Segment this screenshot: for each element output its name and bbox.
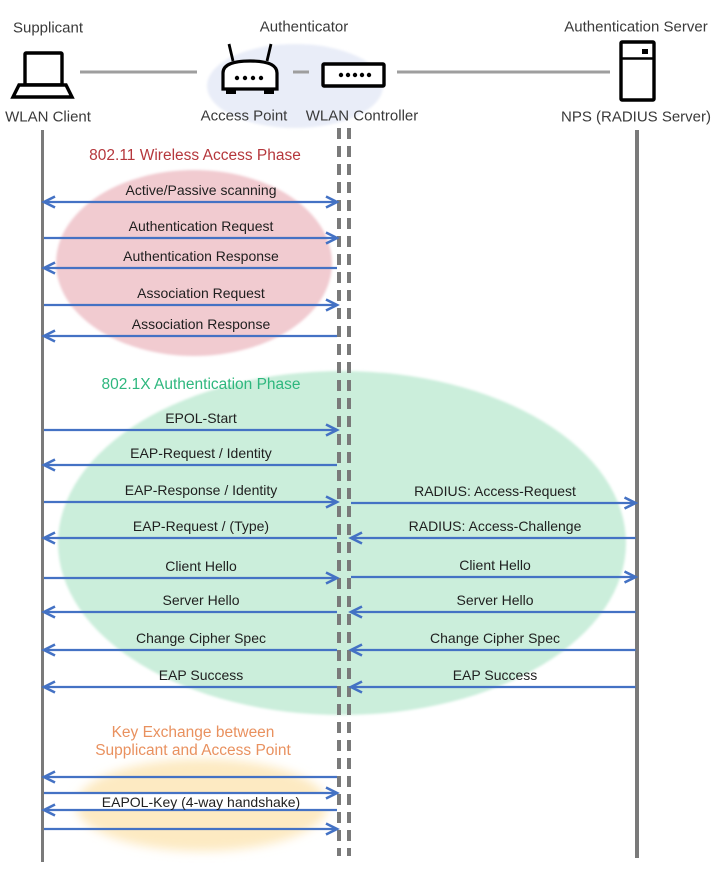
- laptop-icon: [10, 51, 75, 99]
- message-arrow: [351, 496, 639, 510]
- message-arrow: [41, 605, 337, 619]
- message-arrow: [351, 570, 639, 584]
- message-arrow: [41, 680, 337, 694]
- wlan-controller-icon: [321, 62, 386, 88]
- phase1-title: 802.11 Wireless Access Phase: [89, 147, 301, 164]
- phase3-title-line2: Supplicant and Access Point: [95, 742, 291, 759]
- message-arrow: [44, 571, 340, 585]
- message-arrow: [44, 822, 340, 836]
- message-arrow: [44, 231, 340, 245]
- message-arrow: [41, 458, 337, 472]
- message-arrow: [41, 329, 337, 343]
- header-supplicant: Supplicant: [12, 19, 84, 37]
- access-point-icon: [221, 43, 279, 94]
- eapol-key-label-backdrop: [58, 794, 336, 809]
- header-authentication-server: Authentication Server: [564, 18, 708, 36]
- message-arrows-layer: [41, 195, 639, 836]
- message-arrow: [348, 643, 636, 657]
- message-arrow: [41, 531, 337, 545]
- message-arrow: [41, 803, 337, 817]
- node-label-access-point: Access Point: [200, 107, 288, 125]
- message-arrow: [44, 423, 340, 437]
- message-arrow: [41, 643, 337, 657]
- message-arrow: [348, 680, 636, 694]
- header-authenticator: Authenticator: [259, 18, 349, 36]
- message-arrow: [348, 605, 636, 619]
- message-arrow: [41, 261, 337, 275]
- node-label-nps-radius-server: NPS (RADIUS Server): [560, 108, 712, 126]
- phase2-ellipse: [58, 371, 626, 715]
- phase3-title-line1: Key Exchange between: [111, 724, 275, 741]
- node-label-wlan-client: WLAN Client: [5, 108, 91, 126]
- message-arrow: [41, 195, 340, 209]
- message-arrow: [44, 298, 340, 312]
- message-arrow: [44, 786, 340, 800]
- server-icon: [619, 40, 656, 102]
- message-arrow: [41, 770, 337, 784]
- message-arrow: [44, 495, 340, 509]
- message-arrow: [348, 531, 636, 545]
- node-label-wlan-controller: WLAN Controller: [305, 107, 419, 125]
- phase2-title: 802.1X Authentication Phase: [101, 376, 301, 393]
- phase1-ellipse: [56, 170, 332, 356]
